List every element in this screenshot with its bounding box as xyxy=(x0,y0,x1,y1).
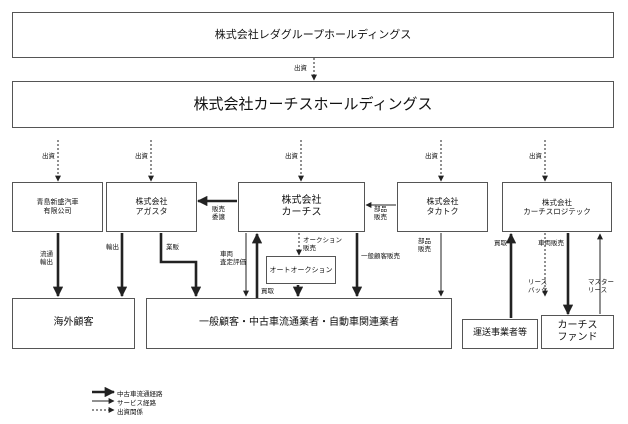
box-general-customers: 一般顧客・中古車流通業者・自動車関連業者 xyxy=(146,298,452,349)
label-investment-top: 出資 xyxy=(294,64,307,72)
carchs-line-2: カーチス xyxy=(281,207,322,218)
legend-investment-label: 出資関係 xyxy=(117,408,143,416)
carchs-line-1: 株式会社 xyxy=(281,194,322,206)
box-fund: カーチス ファンド xyxy=(541,315,614,349)
agasta-line-2: アガスタ xyxy=(135,207,168,216)
transport-name: 運送事業者等 xyxy=(472,328,527,339)
box-auto-auction: オートオークション xyxy=(266,256,336,284)
fund-line-1: カーチス xyxy=(557,319,598,331)
box-transport: 運送事業者等 xyxy=(462,319,538,349)
label-purchase-logitec: 買取 xyxy=(494,239,507,247)
box-parent-company: 株式会社レダグループホールディングス xyxy=(12,12,614,58)
box-takatoku: 株式会社 タカトク xyxy=(397,182,488,232)
parent-company-name: 株式会社レダグループホールディングス xyxy=(214,28,412,42)
legend-service-label: サービス経路 xyxy=(117,399,156,407)
box-holdings: 株式会社カーチスホールディングス xyxy=(12,81,614,128)
aomori-line-2: 有限公司 xyxy=(43,207,72,215)
logitec-line-1: 株式会社 xyxy=(542,197,572,207)
agasta-line-1: 株式会社 xyxy=(135,197,168,206)
label-master-lease: マスター リース xyxy=(588,278,614,295)
auto-auction-name: オートオークション xyxy=(269,265,333,274)
label-vehicle-sales: 車両販売 xyxy=(538,239,564,247)
label-parts-sales-1: 部品 販売 xyxy=(374,205,387,222)
general-customers-name: 一般顧客・中古車流通業者・自動車関連業者 xyxy=(199,317,399,329)
box-logitec: 株式会社 カーチスロジテック xyxy=(502,182,612,232)
wholesale-arrow-agasta xyxy=(159,233,202,298)
label-investment-logitec: 出資 xyxy=(529,152,542,160)
label-wholesale: 業販 xyxy=(166,243,179,251)
box-aomori: 青島新盛汽車 有限公司 xyxy=(12,182,103,232)
label-investment-carchs: 出資 xyxy=(285,152,298,160)
box-overseas-customers: 海外顧客 xyxy=(12,298,135,349)
takatoku-line-1: 株式会社 xyxy=(426,197,459,206)
box-carchs: 株式会社 カーチス xyxy=(238,182,365,232)
label-sales-transfer: 販売 委譲 xyxy=(212,205,225,222)
label-purchase-carchs: 買取 xyxy=(261,287,274,295)
label-investment-agasta: 出資 xyxy=(135,152,148,160)
holdings-name: 株式会社カーチスホールディングス xyxy=(193,95,433,114)
box-agasta: 株式会社 アガスタ xyxy=(106,182,197,232)
label-investment-takatoku: 出資 xyxy=(425,152,438,160)
label-export: 輸出 xyxy=(106,243,119,251)
label-parts-sales-2: 部品 販売 xyxy=(418,237,431,254)
label-vehicle-appraisal: 車両 査定評価 xyxy=(220,250,246,267)
fund-line-2: ファンド xyxy=(557,332,598,343)
label-distribution-export: 流通 輸出 xyxy=(40,250,53,267)
label-auction-sales: オークション 販売 xyxy=(303,236,342,253)
label-general-sales: 一般顧客販売 xyxy=(361,252,400,260)
overseas-customers-name: 海外顧客 xyxy=(53,317,94,329)
logitec-line-2: カーチスロジテック xyxy=(523,207,591,216)
label-lease-back: リース バック xyxy=(528,278,548,295)
takatoku-line-2: タカトク xyxy=(426,207,459,216)
aomori-line-1: 青島新盛汽車 xyxy=(36,198,79,207)
legend-used-car-label: 中古車流通経路 xyxy=(117,390,163,398)
label-investment-aomori: 出資 xyxy=(42,152,55,160)
